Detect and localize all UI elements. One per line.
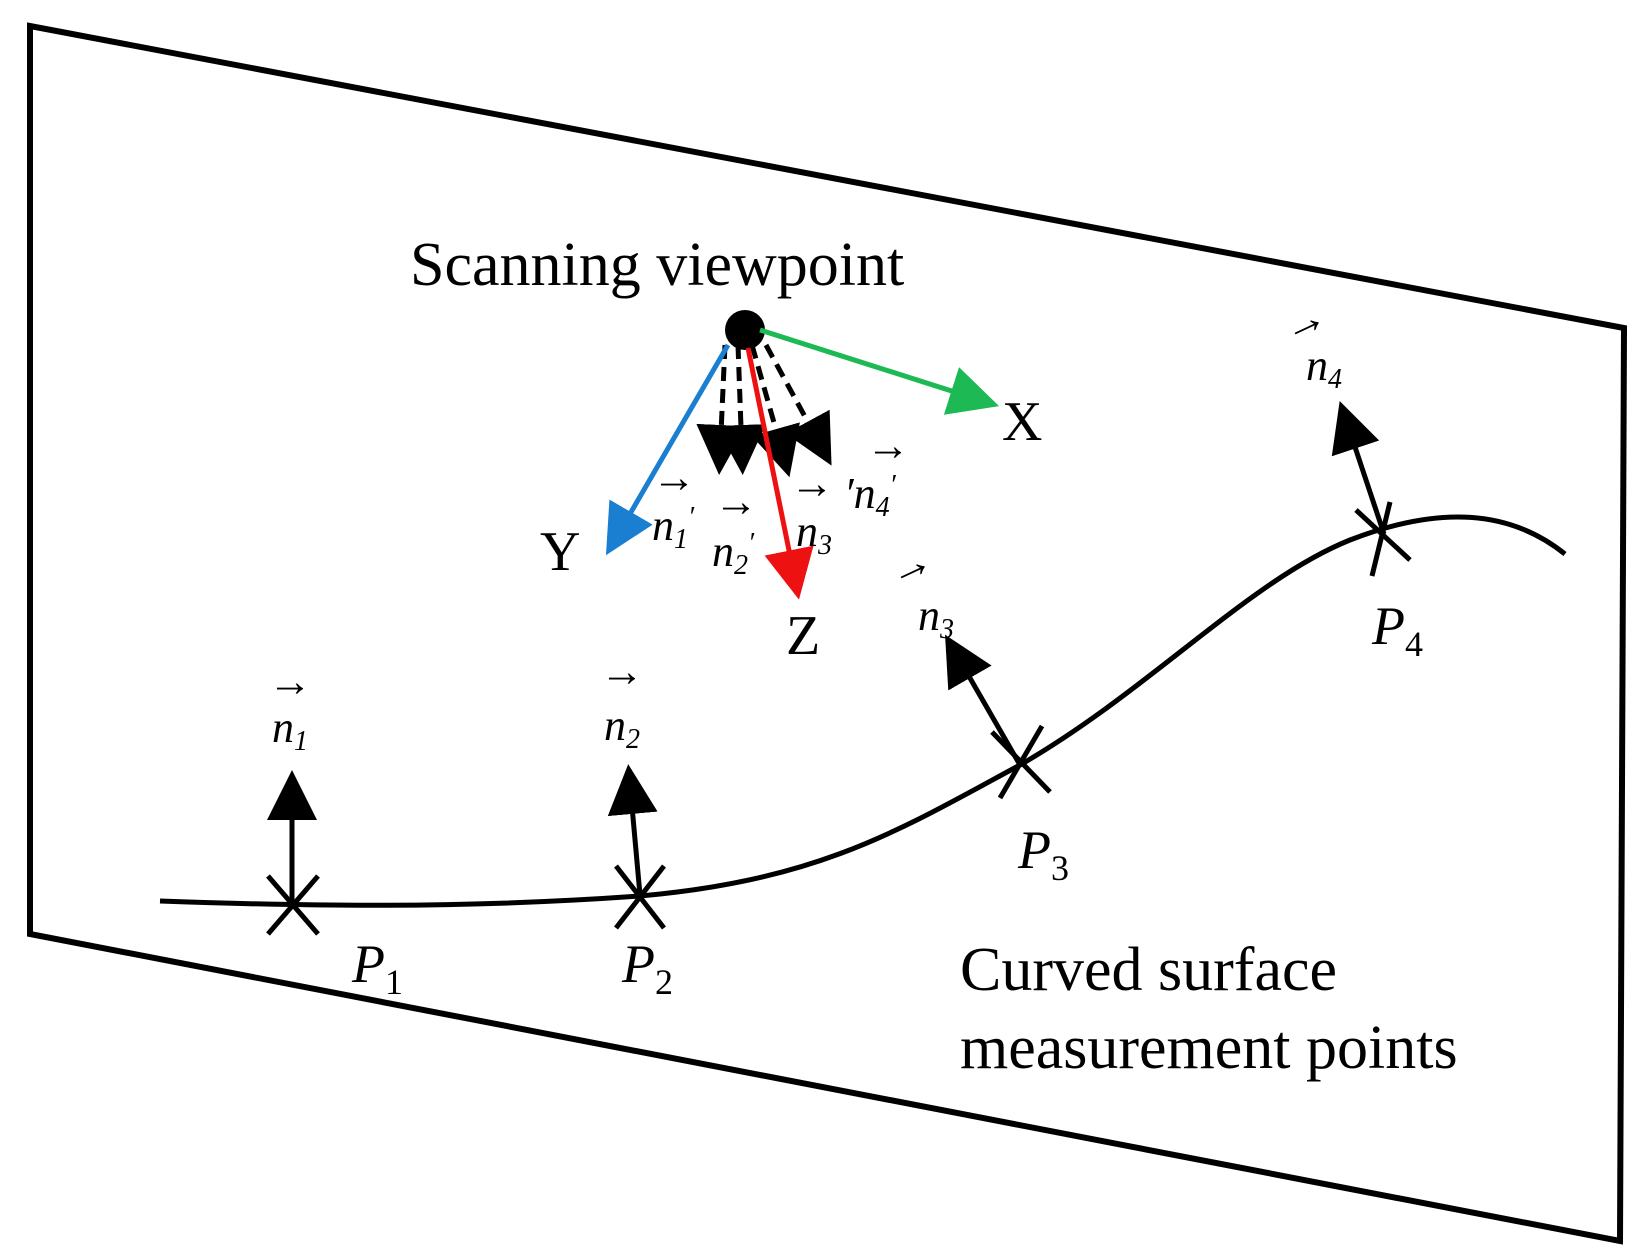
vector-arrow-glyph: → — [714, 477, 758, 526]
point-marker-p4 — [1354, 501, 1412, 577]
transformed-normal-arrow-n4 — [763, 343, 832, 466]
x-axis-label: X — [1002, 391, 1042, 453]
vector-arrow-glyph: → — [600, 647, 644, 696]
x-axis-arrow — [759, 327, 1000, 415]
point-label-p4: P4 — [1371, 596, 1423, 664]
viewpoint-dot — [725, 310, 765, 350]
y-axis-arrow — [605, 343, 731, 556]
vector-arrow-glyph: → — [268, 657, 312, 706]
transformed-normal-arrow-n3 — [749, 344, 800, 478]
normal-label-n4-text: n4 — [1306, 341, 1342, 395]
vector-arrow-glyph: → — [790, 459, 834, 508]
z-axis-label: Z — [786, 605, 820, 667]
transformed-normal-label-n2-text: n2′ — [712, 527, 755, 581]
surface-curve — [159, 514, 1567, 908]
transformed-normal-arrow-n2 — [715, 344, 766, 475]
normal-arrow-n4 — [1331, 401, 1387, 535]
transformed-normal-label-n1: → n1′ — [652, 453, 696, 555]
surface-label-line2: measurement points — [960, 1014, 1458, 1082]
transformed-normal-label-n3-text: n3 — [796, 507, 832, 561]
normal-label-n2: → n2 — [600, 647, 644, 755]
transformed-normal-label-n3: → n3 — [790, 459, 834, 561]
point-label-p2: P2 — [621, 934, 673, 1002]
vector-arrow-glyph: → — [879, 534, 940, 597]
normal-arrow-n3 — [945, 634, 1023, 767]
normal-label-n3-text: n3 — [918, 591, 954, 645]
normal-label-n3: → n3 — [879, 534, 954, 645]
y-axis-label: Y — [540, 521, 580, 583]
z-axis-arrow — [745, 347, 814, 600]
transformed-normal-label-n4-text: ′n4′ — [844, 469, 897, 523]
normal-arrow-n2 — [607, 764, 658, 896]
point-marker-p2 — [614, 864, 666, 930]
viewpoint-label: Scanning viewpoint — [410, 231, 904, 299]
normal-label-n4: → n4 — [1273, 290, 1342, 395]
vector-arrow-glyph: → — [652, 453, 696, 502]
plane-outline — [27, 22, 1628, 1245]
normal-label-n2-text: n2 — [604, 701, 640, 755]
normal-label-n1: → n1 — [268, 657, 312, 757]
point-label-p3: P3 — [1017, 820, 1069, 888]
point-label-p1: P1 — [351, 934, 403, 1002]
transformed-normal-label-n1-text: n1′ — [652, 501, 695, 555]
vector-arrow-glyph: → — [866, 421, 910, 470]
transformed-normal-label-n4: → ′n4′ — [844, 421, 910, 523]
surface-label-line1: Curved surface — [960, 936, 1337, 1004]
normal-label-n1-text: n1 — [272, 703, 308, 757]
transformed-normal-label-n2: → n2′ — [712, 477, 758, 581]
